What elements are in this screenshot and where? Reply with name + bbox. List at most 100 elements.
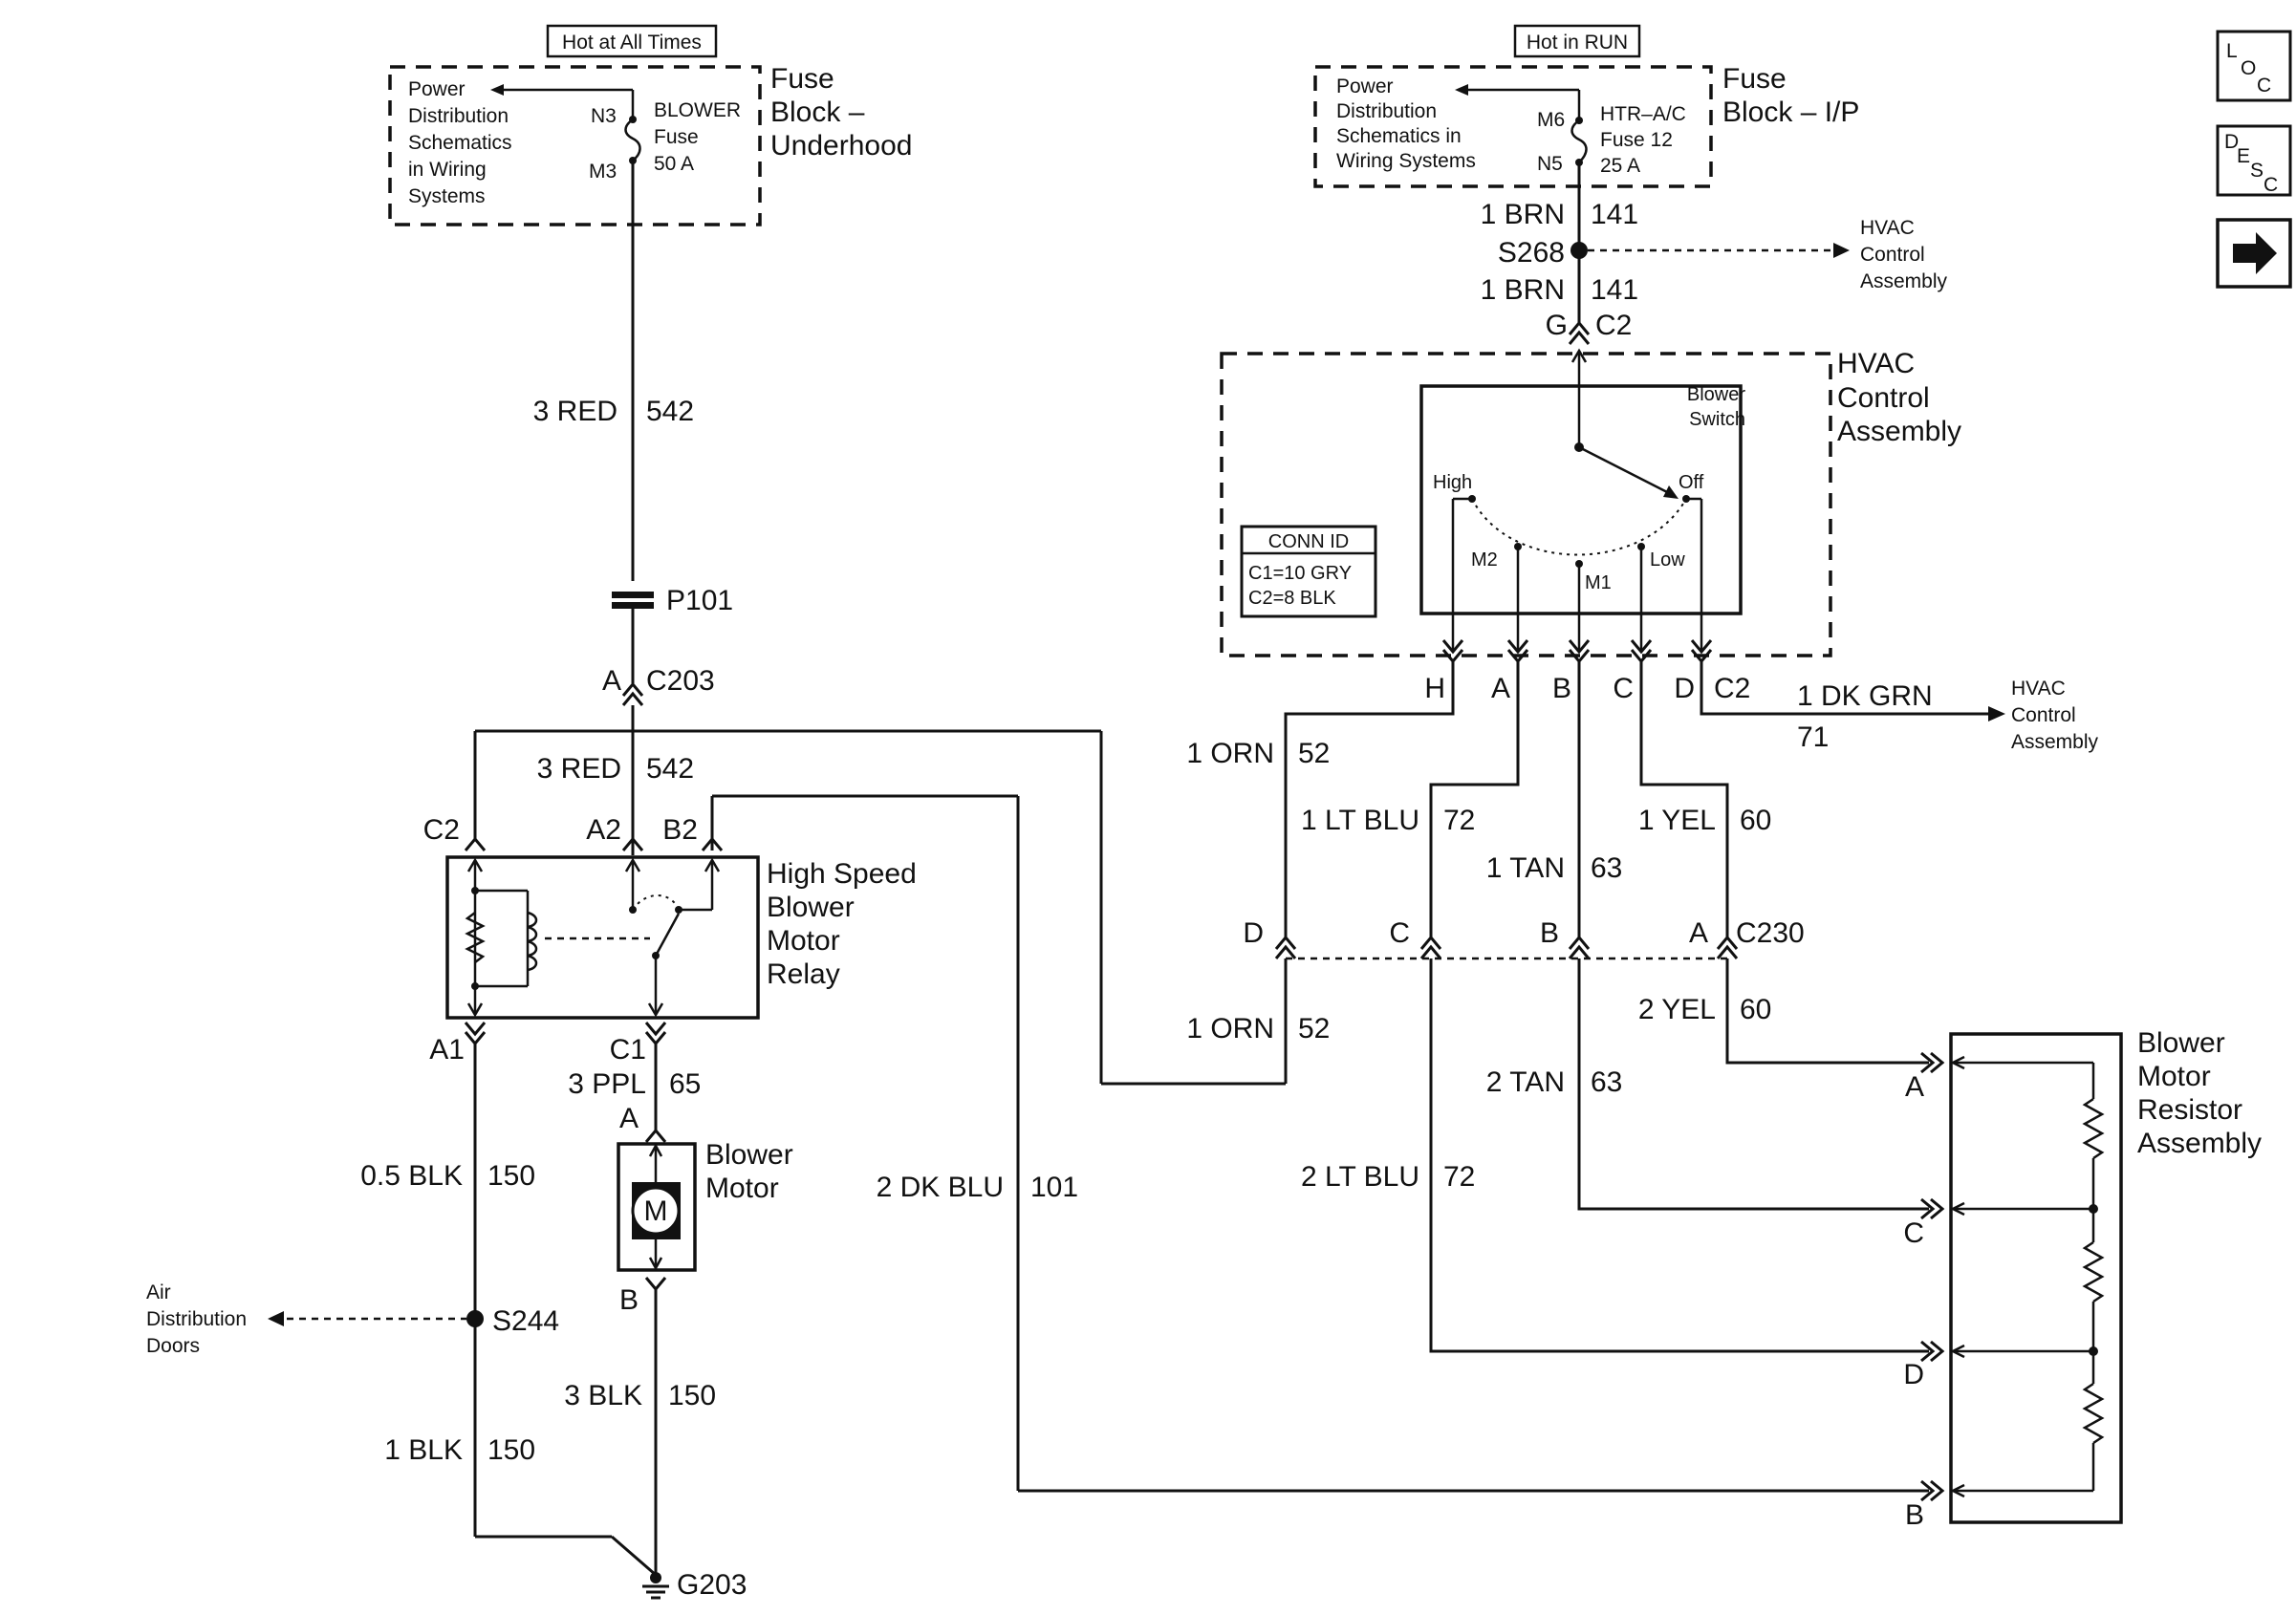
conn-id-box: CONN ID C1=10 GRY C2=8 BLK (1240, 525, 1377, 618)
fuse-block-ip-label: Fuse Block – I/P (1722, 63, 1859, 128)
svg-text:HTR–A/C: HTR–A/C (1600, 103, 1686, 125)
fuse-block-underhood-label: Fuse Block – Underhood (770, 63, 912, 162)
wire-blk1-150-gauge: 1 BLK (384, 1434, 463, 1466)
motor-pin-b: B (619, 1284, 639, 1316)
svg-text:Hot in RUN: Hot in RUN (1527, 32, 1628, 54)
wire-yel-60-2-gauge: 2 YEL (1638, 994, 1716, 1025)
hot-in-run-label: Hot in RUN (1513, 24, 1641, 58)
svg-text:C: C (1613, 673, 1634, 704)
svg-text:C2=8 BLK: C2=8 BLK (1248, 588, 1336, 609)
wire-blk3-150-circuit: 150 (668, 1380, 716, 1411)
svg-text:Distribution: Distribution (408, 105, 509, 127)
relay-bottom-connectors: A1 C1 (429, 1022, 667, 1066)
svg-text:25 A: 25 A (1600, 155, 1640, 177)
desc-text-c: C (2264, 174, 2278, 196)
next-button[interactable] (2216, 218, 2292, 289)
wire-yel-60-2-circuit: 60 (1740, 994, 1771, 1025)
svg-text:Air: Air (146, 1281, 171, 1303)
svg-text:C2: C2 (1714, 673, 1750, 704)
wire-ltblu-72-2-gauge: 2 LT BLU (1301, 1161, 1419, 1193)
svg-text:P101: P101 (666, 585, 733, 616)
right-arrow-icon (2233, 232, 2277, 274)
svg-text:Fuse 12: Fuse 12 (1600, 129, 1673, 151)
svg-text:50 A: 50 A (654, 153, 694, 175)
wire-orn-52 (1284, 661, 1455, 939)
svg-text:Assembly: Assembly (2137, 1128, 2262, 1159)
wire-orn-52-circuit: 52 (1298, 738, 1330, 769)
wire-tan-63-circuit: 63 (1591, 852, 1622, 884)
svg-text:B: B (1905, 1499, 1924, 1531)
svg-text:A1: A1 (429, 1034, 465, 1066)
hvac-control-assembly-ref-1: HVAC Control Assembly (1860, 217, 1948, 292)
svg-text:Distribution: Distribution (1336, 100, 1437, 122)
s244-splice: S244 (268, 1305, 559, 1337)
wire-brn-141-gauge: 1 BRN (1481, 199, 1565, 230)
svg-text:Wiring Systems: Wiring Systems (1336, 150, 1476, 172)
svg-text:N3: N3 (591, 105, 617, 127)
motor-pin-a: A (619, 1103, 639, 1134)
desc-button[interactable]: D E S C (2216, 124, 2292, 197)
svg-text:S244: S244 (492, 1305, 559, 1337)
svg-text:A: A (1689, 917, 1708, 949)
svg-text:C: C (1903, 1217, 1924, 1249)
svg-text:High Speed: High Speed (767, 858, 917, 890)
wire-orn-52-2-circuit: 52 (1298, 1013, 1330, 1044)
svg-text:Block –: Block – (770, 97, 865, 128)
wire-ltblu-72-2-circuit: 72 (1443, 1161, 1475, 1193)
svg-text:in Wiring: in Wiring (408, 159, 487, 181)
svg-text:N5: N5 (1537, 153, 1563, 175)
power-distribution-ref-right: Power Distribution Schematics in Wiring … (1336, 75, 1579, 172)
svg-text:M1: M1 (1585, 572, 1612, 593)
wire-ltblu-72-lower (1429, 958, 1929, 1353)
svg-text:HVAC: HVAC (2011, 678, 2066, 700)
wire-dkgrn-71-circuit: 71 (1797, 721, 1829, 753)
svg-text:Fuse: Fuse (770, 63, 834, 95)
wire-tan-63-2-circuit: 63 (1591, 1066, 1622, 1098)
wire-red-542-gauge: 3 RED (533, 396, 617, 427)
wire-blk3-150-gauge: 3 BLK (564, 1380, 642, 1411)
wire-ppl-65-circuit: 65 (669, 1068, 701, 1100)
loc-button[interactable]: L O C (2216, 30, 2292, 102)
svg-text:A: A (602, 665, 621, 697)
wire-ltblu-72-circuit: 72 (1443, 805, 1475, 836)
svg-text:Resistor: Resistor (2137, 1094, 2242, 1126)
svg-text:Motor: Motor (767, 925, 840, 957)
power-distribution-ref-left: Power Distribution Schematics in Wiring … (408, 78, 633, 207)
wire-tan-63-gauge: 1 TAN (1486, 852, 1565, 884)
wire-ltblu-72-gauge: 1 LT BLU (1301, 805, 1419, 836)
c2-top-connector: G C2 (1546, 310, 1632, 345)
wire-dkgrn-71-gauge: 1 DK GRN (1797, 680, 1933, 712)
fuse-block-underhood-box (388, 65, 762, 226)
svg-text:Fuse: Fuse (654, 126, 699, 148)
svg-text:M6: M6 (1537, 109, 1565, 131)
svg-text:Control: Control (1860, 244, 1925, 266)
svg-text:D: D (1243, 917, 1264, 949)
wire-blk05-150-gauge: 0.5 BLK (360, 1160, 463, 1192)
svg-text:Switch: Switch (1689, 409, 1745, 430)
svg-text:CONN ID: CONN ID (1268, 531, 1349, 552)
svg-text:G: G (1546, 310, 1568, 341)
svg-text:A: A (1905, 1071, 1924, 1103)
svg-text:Motor: Motor (705, 1173, 779, 1204)
htr-ac-fuse: M6 N5 HTR–A/C Fuse 12 25 A (1537, 90, 1686, 177)
svg-text:D: D (1903, 1359, 1924, 1390)
svg-text:HVAC: HVAC (1860, 217, 1915, 239)
c203-connector: A C203 (602, 665, 715, 706)
blower-motor-resistor-assembly: Blower Motor Resistor Assembly (1949, 1027, 2262, 1524)
svg-text:Distribution: Distribution (146, 1308, 247, 1330)
svg-text:Hot at All Times: Hot at All Times (562, 32, 702, 54)
svg-text:Blower: Blower (1687, 384, 1745, 405)
svg-text:Assembly: Assembly (2011, 731, 2099, 753)
svg-text:A: A (1491, 673, 1510, 704)
wire-yel-60-lower (1725, 958, 1929, 1065)
wire-blk1-150-circuit: 150 (487, 1434, 535, 1466)
svg-text:Doors: Doors (146, 1335, 200, 1357)
wire-yel-60 (1639, 661, 1729, 939)
wire-tan-63-lower (1577, 958, 1929, 1211)
wire-red-542-2-circuit: 542 (646, 753, 694, 785)
svg-text:Blower: Blower (767, 892, 855, 923)
wire-orn-52-gauge: 1 ORN (1186, 738, 1274, 769)
svg-text:Power: Power (1336, 75, 1394, 97)
svg-text:C2: C2 (423, 814, 460, 846)
